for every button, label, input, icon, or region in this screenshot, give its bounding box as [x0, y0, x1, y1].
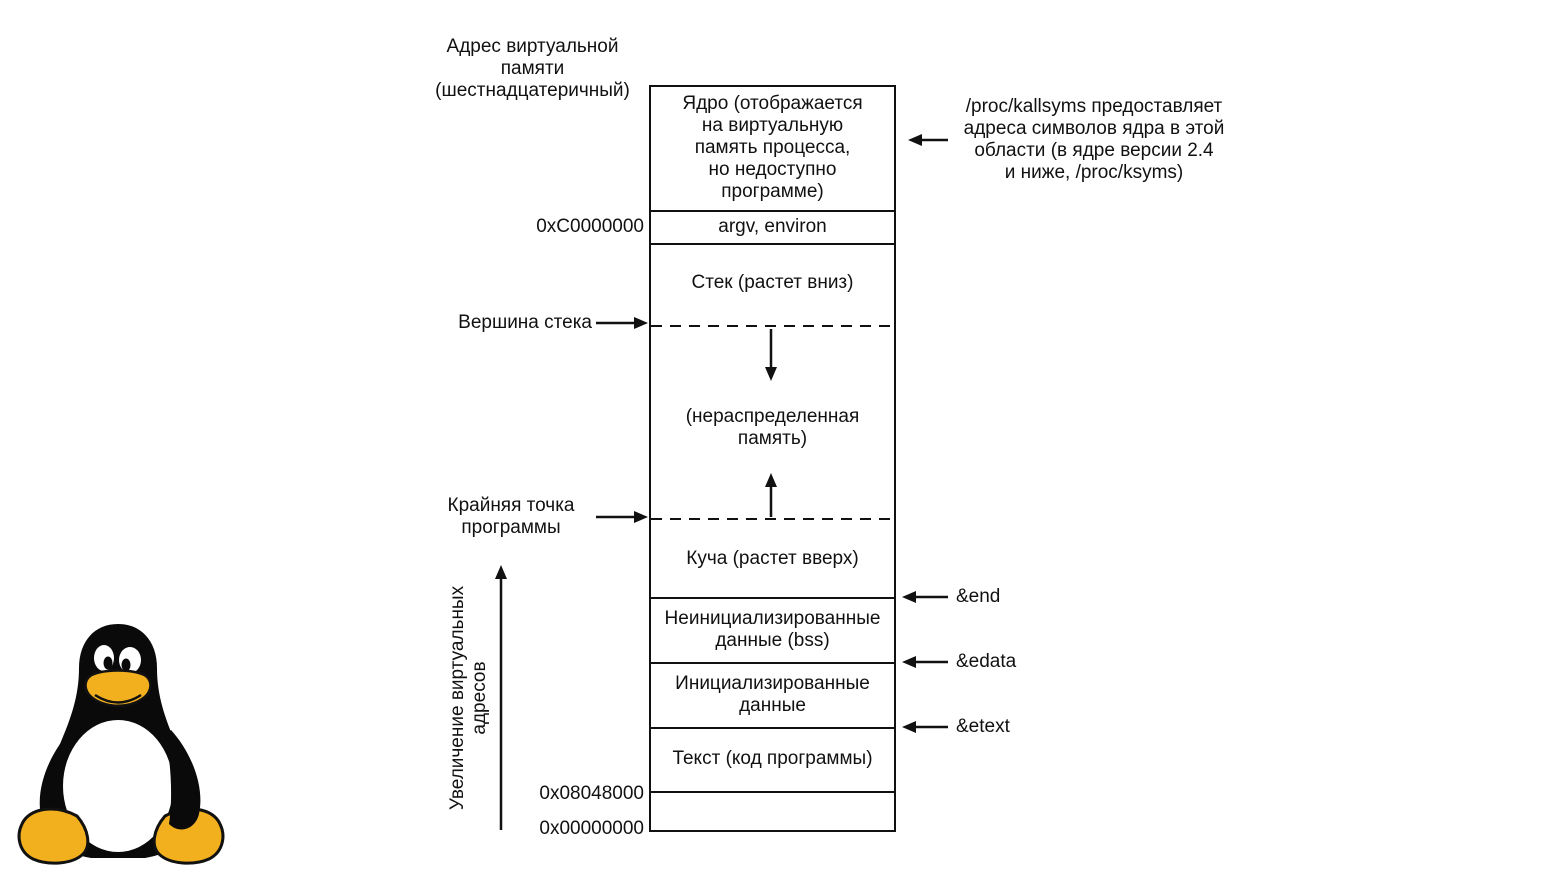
stack-top-label: Вершина стека	[458, 312, 592, 333]
divider-end	[651, 597, 894, 599]
edata-symbol-label: &edata	[956, 651, 1017, 672]
section-bss: Неинициализированные данные (bss)	[664, 608, 881, 651]
program-break-arrow	[596, 511, 648, 523]
etext-symbol-label: &etext	[956, 716, 1010, 737]
section-heap: Куча (растет вверх)	[686, 548, 859, 569]
address-zero: 0x00000000	[539, 818, 644, 839]
section-argv-environ: argv, environ	[718, 216, 827, 237]
tux-left-foot	[17, 807, 90, 865]
divider-argv-stack	[651, 243, 894, 245]
section-stack: Стек (растет вниз)	[691, 272, 854, 293]
vm-address-title: Адрес виртуальной памяти (шестнадцатерич…	[435, 36, 630, 101]
stack-grows-down-arrow	[765, 329, 777, 381]
divider-kernel-argv	[651, 210, 894, 212]
section-unallocated: (нераспределенная память)	[685, 406, 860, 449]
tux-right-flipper	[165, 730, 201, 830]
etext-arrow	[902, 721, 948, 733]
section-kernel: Ядро (отображается на виртуальную память…	[682, 93, 863, 202]
section-program-text: Текст (код программы)	[672, 748, 873, 769]
divider-etext	[651, 727, 894, 729]
section-initialized-data: Инициализированные данные	[675, 673, 870, 716]
divider-edata	[651, 662, 894, 664]
tux-right-pupil	[121, 658, 131, 672]
tux-right-eye	[119, 647, 141, 673]
address-growth-label: Увеличение виртуальных адресов	[447, 585, 490, 811]
address-text-start: 0x08048000	[539, 783, 644, 804]
tux-smile	[94, 693, 142, 704]
kallsyms-arrow	[908, 134, 948, 146]
divider-text-base	[651, 791, 894, 793]
dashed-line-program-break	[651, 518, 894, 520]
dashed-line-stack-top	[651, 325, 894, 327]
tux-penguin-icon	[17, 624, 225, 865]
tux-left-pupil	[103, 656, 113, 670]
stack-top-arrow	[596, 317, 648, 329]
heap-grows-up-arrow	[765, 473, 777, 517]
address-kernel-base: 0xC0000000	[536, 216, 644, 237]
tux-beak	[84, 669, 152, 707]
kallsyms-note: /proc/kallsyms предоставляет адреса симв…	[963, 96, 1225, 183]
tux-belly	[63, 720, 173, 852]
end-arrow	[902, 591, 948, 603]
memory-column: Ядро (отображается на виртуальную память…	[649, 85, 896, 832]
program-break-label: Крайняя точка программы	[447, 495, 575, 538]
edata-arrow	[902, 656, 948, 668]
address-growth-arrow	[495, 565, 507, 830]
end-symbol-label: &end	[956, 586, 1001, 607]
